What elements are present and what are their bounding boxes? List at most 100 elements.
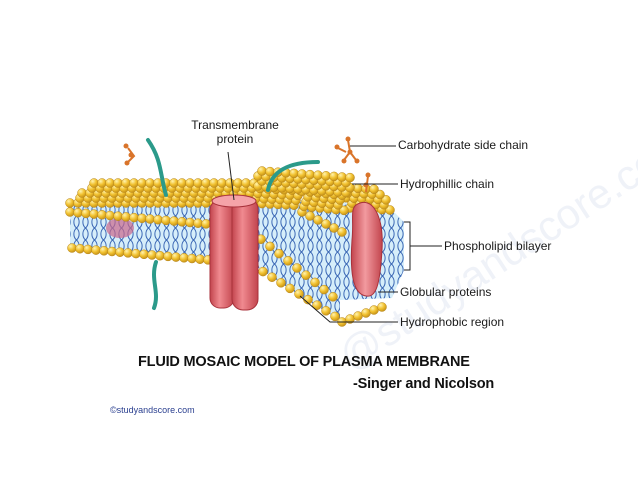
phospholipid-head [225,178,235,188]
phospholipid-head [123,248,133,258]
phospholipid-head [153,214,163,225]
phospholipid-head [329,223,339,233]
transmembrane-protein [209,194,259,311]
phospholipid-head [97,178,107,188]
phospholipid-head [305,169,315,180]
phospholipid-head [297,169,307,179]
phospholipid-head [241,178,251,188]
phospholipid-head [185,178,195,188]
phospholipid-head [385,205,395,215]
phospholipid-head [107,246,117,257]
credit-link[interactable]: ©studyandscore.com [110,405,195,415]
label-leader-lines [227,145,442,323]
phospholipid-head [195,254,205,264]
phospholipid-head [169,178,179,188]
label-hydrophobic-region: Hydrophobic region [400,315,505,329]
phospholipid-head [145,214,155,224]
phospholipid-head [171,252,181,262]
phospholipid-head [381,195,391,205]
phospholipid-head [310,277,320,288]
phospholipid-head [209,178,219,188]
carbohydrate-chain-left [123,138,168,197]
phospholipid-head [337,172,347,182]
phospholipid-head [233,178,243,188]
label-phospholipid-bilayer: Phospholipid bilayer [444,239,552,253]
phospholipid-head [105,178,115,188]
phospholipid-head [201,178,211,188]
phospholipid-head [137,178,147,188]
phospholipid-head [161,215,171,226]
label-transmembrane-protein: Transmembrane protein [182,118,288,146]
phospholipid-head [89,178,99,188]
phospholipid-head [312,300,322,310]
phospholipid-head [121,212,131,222]
diagram-subtitle: -Singer and Nicolson [353,376,495,392]
phospholipid-head [129,178,139,188]
phospholipid-head [330,311,340,322]
phospholipid-head [283,256,293,266]
bilayer-lower-tails-pattern [70,214,340,320]
phospholipid-head [321,306,331,316]
phospholipid-head [121,178,131,188]
phospholipid-head [97,210,107,220]
phospholipid-head [187,253,197,264]
phospholipid-head [77,188,87,198]
phospholipid-heads-bottom [67,243,387,327]
phospholipid-head [129,212,139,223]
phospholipid-head [137,213,147,224]
phospholipid-head [285,283,295,294]
phospholipid-head [294,289,304,299]
lower-carbohydrate-tail [152,260,158,310]
phospholipid-head [274,248,284,259]
phospholipid-head [139,249,149,260]
phospholipid-head [115,247,125,257]
phospholipid-head [337,227,347,237]
carbohydrate-chain-mid [266,160,320,192]
phospholipid-head [377,302,387,312]
phospholipid-head [177,217,187,227]
phospholipid-head [339,205,349,216]
phospholipid-head [113,178,123,188]
phospholipid-head [321,171,331,181]
phospholipid-head [113,211,123,221]
diagram-title: FLUID MOSAIC MODEL OF PLASMA MEMBRANE [138,354,470,370]
phospholipid-head [81,208,91,219]
phospholipid-head [276,278,286,288]
phospholipid-head [345,172,355,183]
phospholipid-head [89,209,99,219]
phospholipid-head [73,207,83,218]
phospholipid-head [193,178,203,188]
phospholipid-head [305,211,315,221]
label-hydrophillic-chain: Hydrophillic chain [400,177,495,191]
phospholipid-head [353,183,363,194]
phospholipid-head [375,189,385,200]
phospholipid-head [319,284,329,295]
phospholipid-head [329,171,339,182]
label-globular-proteins: Globular proteins [400,285,492,299]
phospholipid-head [67,243,77,253]
phospholipid-head [105,210,115,221]
phospholipid-head [258,266,268,277]
phospholipid-head [289,168,299,179]
phospholipid-head [301,270,311,280]
phospholipid-head [217,178,227,188]
embedded-pink-patch [106,218,134,238]
phospholipid-head [163,251,173,262]
label-transmembrane-line1: Transmembrane [191,118,279,132]
phospholipid-head [75,243,85,254]
phospholipid-head [83,244,93,255]
phospholipid-head [65,207,75,217]
carbohydrate-chain-right [334,136,360,164]
label-carbohydrate-side-chain: Carbohydrate side chain [398,138,529,152]
phospholipid-head [369,184,379,194]
label-transmembrane-line2: protein [216,132,254,146]
phospholipid-head [201,219,211,229]
phospholipid-head [328,292,338,302]
phospholipid-head [99,246,109,256]
phospholipid-head [193,218,203,228]
phospholipid-head [145,178,155,188]
phospholipid-head [185,217,195,228]
phospholipid-head [313,170,323,180]
